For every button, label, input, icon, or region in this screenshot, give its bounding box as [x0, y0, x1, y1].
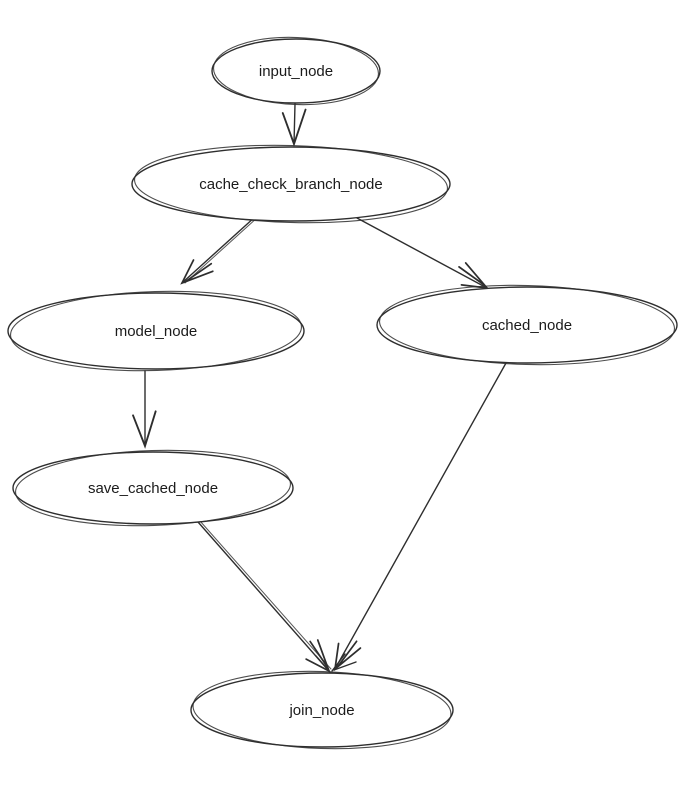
node-ellipse — [190, 672, 454, 748]
node-label: join_node — [288, 702, 354, 719]
node-ellipse-sketch — [134, 144, 448, 224]
node-ellipse — [12, 451, 294, 525]
edge-cache_check_branch_node-to-cached_node — [356, 217, 490, 290]
edge-save_cached_node-to-join_node — [197, 521, 331, 673]
node-label: input_node — [259, 63, 333, 80]
node-model_node: model_node — [7, 290, 305, 372]
node-join_node: join_node — [190, 670, 454, 750]
edge-cache_check_branch_node-to-model_node-sketch — [184, 216, 259, 284]
node-label: cached_node — [482, 317, 572, 334]
node-ellipse-sketch — [10, 290, 302, 372]
node-ellipse — [7, 292, 305, 370]
node-input_node: input_node — [211, 36, 381, 106]
node-cached_node: cached_node — [376, 284, 678, 366]
node-ellipse — [131, 146, 451, 222]
node-label: cache_check_branch_node — [199, 176, 382, 193]
node-ellipse-sketch — [213, 36, 379, 106]
node-ellipse — [211, 38, 381, 104]
node-ellipse-sketch — [192, 670, 452, 750]
node-ellipse-sketch — [378, 284, 676, 366]
node-ellipse-sketch — [15, 449, 291, 527]
join-arrowhead-sketch-strokes — [315, 653, 357, 673]
node-label: model_node — [115, 323, 198, 340]
edge-cache_check_branch_node-to-model_node — [180, 215, 257, 285]
node-cache_check_branch_node: cache_check_branch_node — [131, 144, 451, 224]
node-ellipse — [376, 286, 678, 364]
edge-input_node-to-cache_check_branch_node — [281, 103, 307, 147]
node-label: save_cached_node — [88, 480, 218, 497]
edges-layer — [132, 103, 507, 673]
edge-cached_node-to-join_node — [333, 362, 507, 672]
node-save_cached_node: save_cached_node — [12, 449, 294, 527]
edge-save_cached_node-to-join_node-sketch — [199, 520, 332, 670]
nodes-layer: input_node cache_check_branch_node model… — [7, 36, 678, 750]
